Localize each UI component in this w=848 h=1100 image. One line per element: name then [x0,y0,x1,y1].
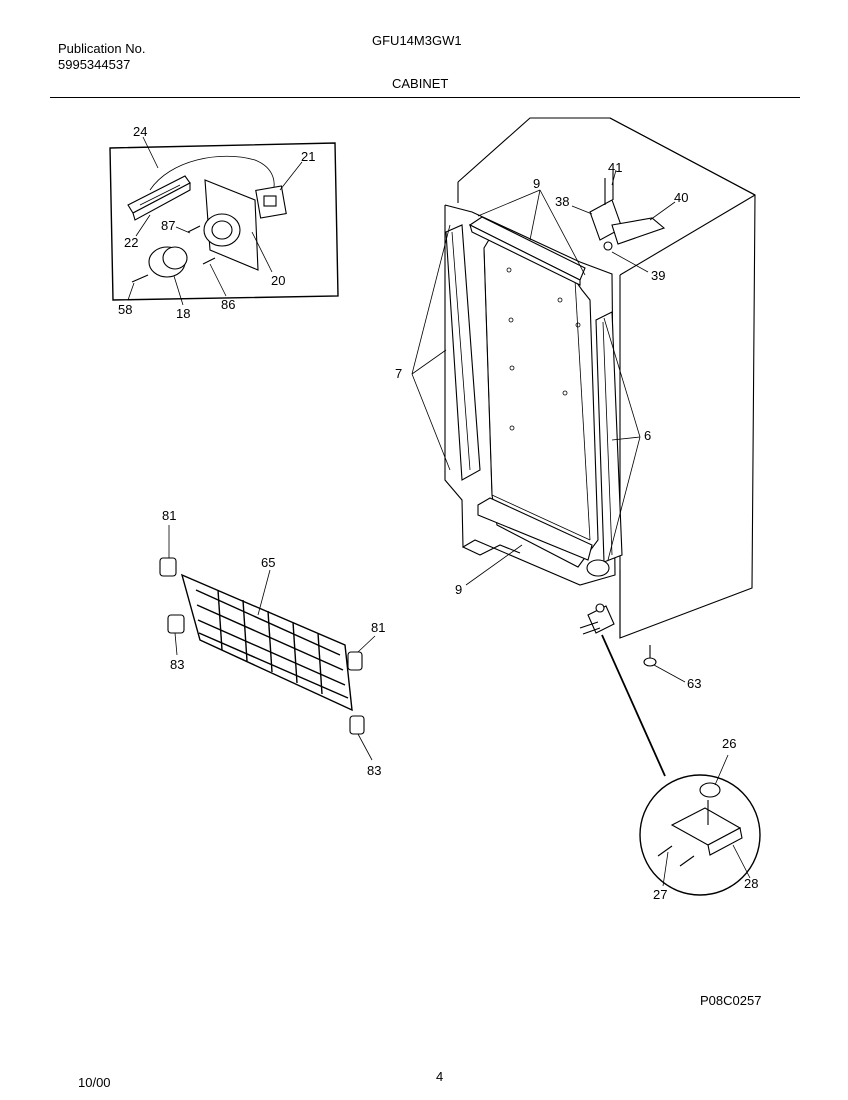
hinge-cover [611,217,666,245]
callout-63: 63 [687,676,701,691]
bottom-hinge-assembly [579,603,686,777]
bottom-breaker-strip [477,497,593,561]
clip-81-left [159,557,177,577]
light-assembly-inset [109,136,339,306]
hinge-pin-bushing [699,782,721,798]
basket-grille [180,569,353,712]
cabinet-body [444,117,756,639]
callout-24: 24 [133,124,147,139]
footer-date: 10/00 [78,1075,111,1090]
leveling-leg [643,657,657,667]
publication-number: 5995344537 [58,57,131,72]
callout-22: 22 [124,235,138,250]
page-number: 4 [436,1069,444,1084]
grille-clips [159,525,376,761]
callout-27: 27 [653,887,667,902]
callout-39: 39 [651,268,665,283]
callout-18: 18 [176,306,190,321]
figure-code: P08C0257 [700,993,762,1008]
right-breaker-strip [586,311,623,577]
callout-40: 40 [674,190,688,205]
publication-label: Publication No. [58,41,146,56]
callout-20: 20 [271,273,285,288]
callout-86: 86 [221,297,235,312]
clip-83-right [349,715,365,735]
left-breaker-strip [445,224,481,481]
model-number: GFU14M3GW1 [372,33,462,48]
callout-7: 7 [395,366,402,381]
breaker-strips [468,216,593,561]
callout-81-right: 81 [371,620,385,635]
callout-28: 28 [744,876,758,891]
clip-81-right [347,651,363,671]
callout-83-left: 83 [170,657,184,672]
clip-83-left [167,614,185,634]
callout-26: 26 [722,736,736,751]
callout-9-top: 9 [533,176,540,191]
top-hinge-assembly [571,169,676,273]
callout-81-left: 81 [162,508,176,523]
callout-41: 41 [608,160,622,175]
callout-38: 38 [555,194,569,209]
callout-58: 58 [118,302,132,317]
callout-6: 6 [644,428,651,443]
header-divider [50,97,800,98]
section-title: CABINET [392,76,449,91]
callout-65: 65 [261,555,275,570]
callout-83-right: 83 [367,763,381,778]
callout-21: 21 [301,149,315,164]
callout-87: 87 [161,218,175,233]
hinge-detail-circle [639,754,761,896]
top-breaker-strip [468,216,586,281]
callout-9-bottom: 9 [455,582,462,597]
